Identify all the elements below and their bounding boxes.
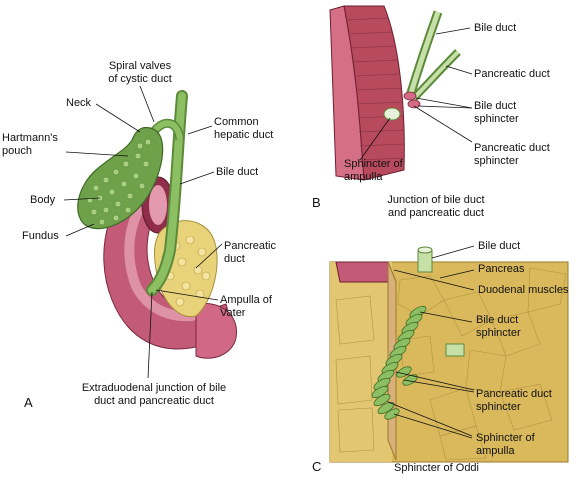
label-bile-duct-b: Bile duct	[474, 22, 517, 34]
label-bile-duct-c: Bile duct	[478, 240, 521, 252]
label-pancreatic-duct-a: Pancreatic duct	[224, 240, 276, 265]
panel-label-a: A	[24, 395, 33, 410]
label-bile-duct-a: Bile duct	[216, 166, 259, 178]
label-fundus: Fundus	[22, 230, 59, 242]
label-common-hepatic-duct: Common hepatic duct	[214, 116, 274, 141]
label-extraduodenal-junction: Extraduodenal junction of bile duct and …	[81, 382, 227, 407]
label-sphincter-of-ampulla-b: Sphincter of ampulla	[344, 158, 403, 183]
label-duodenal-muscles: Duodenal muscles	[478, 284, 569, 296]
label-sphincter-of-ampulla-c: Sphincter of ampulla	[476, 432, 535, 457]
label-pancreas: Pancreas	[478, 263, 525, 275]
panel-label-c: C	[312, 459, 322, 474]
label-bile-duct-sphincter-c: Bile duct sphincter	[476, 314, 521, 339]
panel-b-illustration	[329, 5, 473, 181]
sphincter-ampulla-b	[383, 107, 401, 121]
label-hartmanns-pouch: Hartmann's pouch	[2, 132, 58, 157]
panel-c-illustration	[329, 245, 569, 463]
panel-a-illustration	[63, 85, 238, 379]
label-neck: Neck	[66, 97, 92, 109]
label-pancreatic-duct-b: Pancreatic duct	[474, 68, 550, 80]
label-ampulla-of-vater: Ampulla of Vater	[220, 294, 272, 319]
pancreatic-duct-stub	[445, 343, 465, 357]
label-pancreatic-duct-sphincter-c: Pancreatic duct sphincter	[476, 388, 552, 413]
label-body: Body	[30, 194, 56, 206]
panel-label-b: B	[312, 195, 321, 210]
label-bile-duct-sphincter-b: Bile duct sphincter	[474, 100, 519, 125]
gallbladder	[77, 126, 164, 230]
duodenal-muscle-c	[335, 261, 397, 283]
caption-panel-c: Sphincter of Oddi	[394, 462, 479, 474]
sphincter-coil-c	[371, 305, 427, 420]
label-pancreatic-duct-sphincter-b: Pancreatic duct sphincter	[474, 142, 550, 167]
caption-panel-b: Junction of bile duct and pancreatic duc…	[387, 194, 485, 219]
label-spiral-valves: Spiral valves of cystic duct	[108, 60, 172, 85]
